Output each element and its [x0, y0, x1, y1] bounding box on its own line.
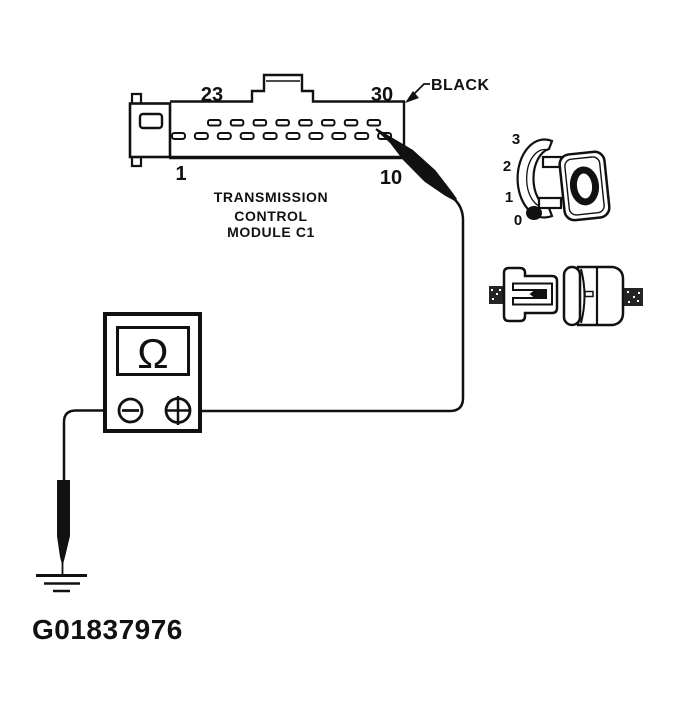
female-cavity-slot [584, 290, 594, 298]
ignition-position-1-label: 1 [505, 189, 513, 206]
pin-slot [366, 119, 382, 127]
pin-slot [193, 132, 209, 140]
pin-slot [331, 132, 347, 140]
pin-slot [207, 119, 222, 127]
pin-slot [343, 119, 359, 127]
pin-23-label: 23 [201, 84, 223, 106]
terminal-blade-icon [512, 282, 553, 306]
pin-slot [298, 119, 313, 127]
inline-connector-female [562, 265, 625, 327]
pin-slot [239, 132, 255, 140]
ignition-position-0-label: 0 [514, 212, 522, 229]
key-shank-bottom [537, 196, 563, 210]
pin-slot [285, 132, 301, 140]
inline-connector-pair [489, 265, 643, 327]
leader-arrowhead-icon [405, 91, 419, 103]
pin-slot [252, 119, 268, 127]
pin-slot [275, 119, 290, 127]
ohmmeter-display [116, 326, 190, 376]
tcm-pin-row-bottom [171, 132, 393, 140]
ohmmeter: Ω [103, 312, 202, 433]
black-wire-callout: BLACK [405, 77, 490, 103]
pin-30-label: 30 [371, 84, 393, 106]
pin-slot [229, 119, 245, 127]
tcm-connector: 23 30 1 10 TRANSMISSION CONTROL MODULE C… [128, 73, 406, 240]
pin-10-label: 10 [380, 167, 402, 189]
pin-slot [262, 132, 278, 140]
pin-slot [171, 132, 186, 140]
wire-stub-right [624, 288, 643, 306]
meter-positive-lead-wire [187, 195, 465, 413]
test-probe-icon [375, 128, 457, 202]
black-wire-label: BLACK [431, 77, 490, 94]
ground-symbol-icon [36, 574, 87, 593]
tcm-endcap-top-nub [130, 92, 143, 103]
plus-terminal-icon [164, 396, 192, 425]
figure-id-label: G01837976 [32, 614, 183, 645]
pin-slot [321, 119, 336, 127]
ohm-symbol: Ω [137, 330, 168, 377]
meter-negative-lead-wire [62, 409, 121, 483]
tcm-title-line-2: CONTROL [234, 208, 307, 224]
tcm-title-line-1: TRANSMISSION [214, 189, 329, 205]
tcm-endcap-window [138, 112, 164, 130]
pin-slot [354, 132, 370, 140]
key-cylinder-arc [516, 138, 554, 219]
ground-branch [36, 480, 87, 593]
pin-slot [308, 132, 324, 140]
pin-slot [216, 132, 232, 140]
ground-probe-icon [57, 480, 70, 566]
tcm-connector-body [170, 73, 406, 157]
terminal-blade-tip [529, 290, 546, 298]
tcm-pin-row-top [207, 119, 382, 127]
key-head [558, 150, 611, 222]
tcm-left-endcap [128, 102, 172, 159]
wire-stub-left [489, 286, 504, 304]
tcm-title-line-3: MODULE C1 [227, 224, 315, 240]
key-head-hole [569, 166, 600, 206]
ignition-switch-icon: 3 2 1 0 [503, 131, 611, 229]
ignition-position-2-label: 2 [503, 158, 511, 175]
ignition-position-3-label: 3 [512, 131, 520, 148]
key-position-marker-dot [526, 206, 542, 220]
tcm-endcap-bottom-nub [130, 157, 143, 168]
minus-terminal-icon [117, 397, 144, 424]
pin-1-label: 1 [175, 163, 186, 185]
